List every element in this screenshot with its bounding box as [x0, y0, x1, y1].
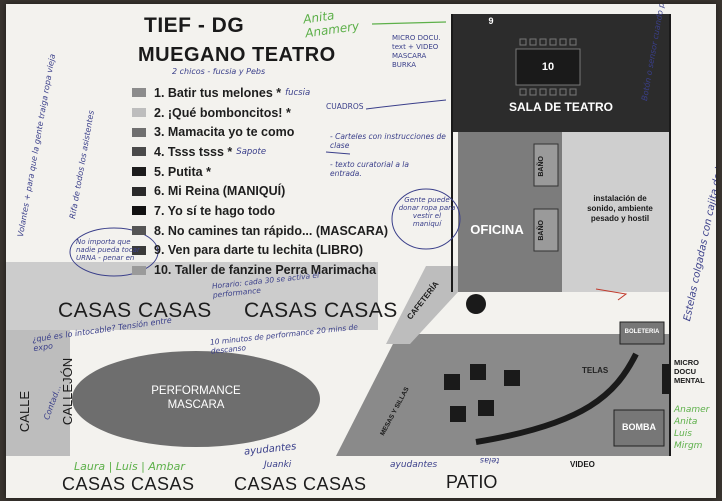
arrow-cuadros	[365, 99, 447, 110]
street-band	[6, 262, 378, 330]
legend-list: 1. Batir tus melones *fucsia 2. ¡Qué bomb…	[132, 83, 388, 280]
callejon-band	[6, 330, 70, 456]
maniqui-circle	[391, 188, 461, 250]
arrow-anita	[371, 21, 447, 25]
sala-seats	[519, 38, 577, 96]
legend-swatch	[132, 206, 146, 216]
page-subtitle: MUEGANO TEATRO	[138, 44, 336, 66]
page-title: TIEF - DG	[144, 14, 245, 37]
note-micro-video: MICRO DOCU. text + VIDEO MASCARA BURKA	[392, 34, 441, 69]
legend-item: 9. Ven para darte tu lechita (LIBRO)	[132, 241, 388, 261]
arrow-carteles	[325, 151, 351, 155]
patio-label: PATIO	[446, 472, 498, 492]
note-curatorial: - texto curatorial a la entrada.	[330, 160, 409, 178]
pen-mark	[595, 288, 628, 301]
legend-swatch	[132, 127, 146, 137]
casas-street-2: CASAS CASAS	[244, 299, 398, 322]
note-cuadros: CUADROS	[326, 102, 364, 111]
legend-item: 8. No camines tan rápido... (MASCARA)	[132, 221, 388, 241]
legend-item: 6. Mi Reina (MANIQUÍ)	[132, 181, 388, 201]
note-maniqui: Gente puede donar ropa para vestir el ma…	[398, 196, 456, 228]
legend-label: 1. Batir tus melones *	[154, 85, 282, 100]
performance-label: PERFORMANCE MASCARA	[151, 385, 241, 411]
telas-curve	[475, 352, 639, 445]
boleteria-box	[619, 321, 665, 345]
legend-label: 9. Ven para darte tu lechita (LIBRO)	[154, 243, 364, 258]
legend-swatch	[132, 186, 146, 196]
note-urna: No importa que nadie pueda tocar URNA - …	[76, 238, 140, 262]
instalacion-label: instalación de sonido, ambiente pesado y…	[587, 194, 653, 223]
callejon-label: CALLEJÓN	[60, 357, 76, 426]
legend-swatch	[132, 108, 146, 118]
drop-circle	[466, 294, 486, 314]
legend-swatch	[132, 88, 146, 98]
bano-1-label: BAÑO	[538, 156, 545, 177]
micro-docu-bar	[662, 364, 670, 394]
legend-label: 10. Taller de fanzine Perra Marimacha	[154, 263, 377, 278]
performance-stage	[72, 351, 320, 447]
sala-stage	[515, 48, 581, 86]
note-carteles: - Carteles con instrucciones de clase	[330, 132, 446, 150]
legend-swatch	[132, 265, 146, 275]
legend-label: 4. Tsss tsss *	[154, 144, 233, 159]
floor-plan	[6, 14, 671, 456]
legend-note: Sapote	[236, 146, 267, 157]
legend-swatch	[132, 167, 146, 177]
legend-swatch	[132, 245, 146, 255]
bomba-label: BOMBA	[622, 422, 656, 432]
calle-label: CALLE	[17, 390, 33, 433]
casas-bottom-1: CASAS CASAS	[62, 474, 195, 494]
sala-number: 10	[541, 61, 555, 73]
note-chicos: 2 chicos - fucsia y Pebs	[172, 67, 266, 76]
boleteria-label: BOLETERIA	[624, 329, 660, 335]
legend-label: 3. Mamacita yo te como	[154, 125, 295, 140]
instalacion-area	[562, 132, 670, 292]
legend-item: 5. Putita *	[132, 162, 388, 182]
urna-circle	[69, 227, 159, 277]
legend-swatch	[132, 226, 146, 236]
oficina-label: OFICINA	[470, 222, 524, 237]
legend-label: 6. Mi Reina (MANIQUÍ)	[154, 184, 286, 199]
map-sheet: TIEF - DG MUEGANO TEATRO 2 chicos - fucs…	[6, 4, 716, 498]
legend-note: fucsia	[285, 87, 311, 98]
legend-label: 2. ¡Qué bomboncitos! *	[154, 105, 291, 120]
bomba-box	[613, 409, 665, 447]
patio-area	[336, 334, 670, 456]
video-label: VIDEO	[570, 460, 595, 469]
note-juanki: Juanki	[264, 460, 292, 470]
sala-label: SALA DE TEATRO	[509, 100, 613, 114]
legend-item: 3. Mamacita yo te como	[132, 122, 388, 142]
legend-item: 7. Yo sí te hago todo	[132, 201, 388, 221]
mesas-sillas	[444, 364, 520, 422]
note-ayudantes-2: ayudantes	[390, 460, 438, 470]
legend-swatch	[132, 147, 146, 157]
sala-top-number: 9	[488, 16, 494, 26]
telas-label: TELAS	[582, 366, 609, 375]
legend-label: 8. No camines tan rápido... (MASCARA)	[154, 223, 389, 238]
casas-street-1: CASAS CASAS	[58, 299, 212, 322]
legend-item: 1. Batir tus melones *fucsia	[132, 83, 388, 103]
legend-item: 2. ¡Qué bomboncitos! *	[132, 103, 388, 123]
legend-label: 5. Putita *	[154, 164, 211, 179]
casas-bottom-2: CASAS CASAS	[234, 474, 367, 494]
legend-item: 4. Tsss tsss *Sapote	[132, 142, 388, 162]
note-anamer-right: Anamer Anita Luis Mirgm	[674, 405, 710, 451]
note-laura: Laura | Luis | Ambar	[74, 460, 185, 473]
legend-label: 7. Yo sí te hago todo	[154, 203, 276, 218]
note-telas-hand: telas	[480, 456, 500, 465]
legend-item: 10. Taller de fanzine Perra Marimacha	[132, 260, 388, 280]
cafeteria-strip	[386, 266, 458, 344]
bano-2-box	[533, 208, 559, 252]
micro-docu-label: MICRO DOCU MENTAL	[674, 358, 705, 385]
bano-1-box	[533, 143, 559, 187]
bano-2-label: BAÑO	[538, 220, 545, 241]
